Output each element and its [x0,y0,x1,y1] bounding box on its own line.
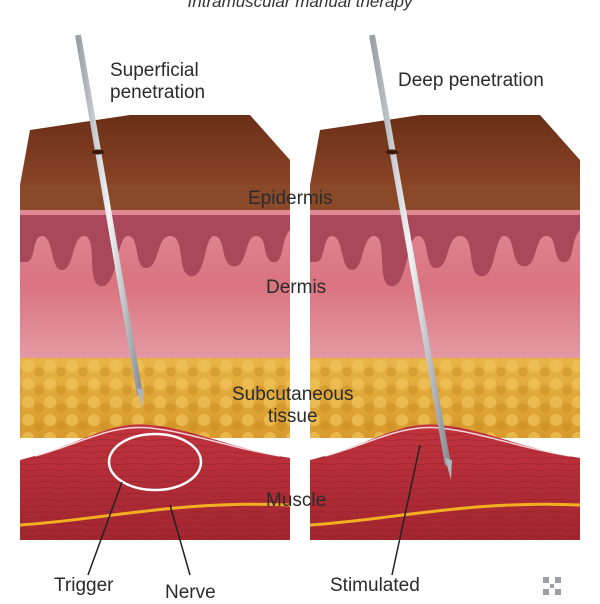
trigger-point-label: Trigger [54,575,113,597]
epidermis-label: Epidermis [248,188,332,210]
skin-surface [20,115,290,185]
superficial-caption: Superficial penetration [110,60,205,104]
right-tissue-block [310,35,580,575]
epidermis-layer [310,185,580,210]
needle-entry-right [386,150,398,155]
diagram-title: Intramuscular manual therapy [0,0,600,12]
skin-surface [310,115,580,185]
superficial-caption-line1: Superficial [110,60,205,82]
nerve-label: Nerve [165,582,216,604]
superficial-caption-line2: penetration [110,82,205,104]
deep-caption: Deep penetration [398,70,544,92]
stimulated-label: Stimulated [330,575,420,597]
subcutaneous-label-line1: Subcutaneous [232,384,354,406]
needle-entry-left [92,150,104,155]
muscle-label: Muscle [266,490,326,512]
dermis-label: Dermis [266,277,326,299]
cleveland-clinic-cross-icon [543,577,561,595]
left-tissue-block [20,35,290,575]
subcutaneous-label-line2: tissue [232,406,354,428]
subcutaneous-label: Subcutaneous tissue [232,384,354,428]
